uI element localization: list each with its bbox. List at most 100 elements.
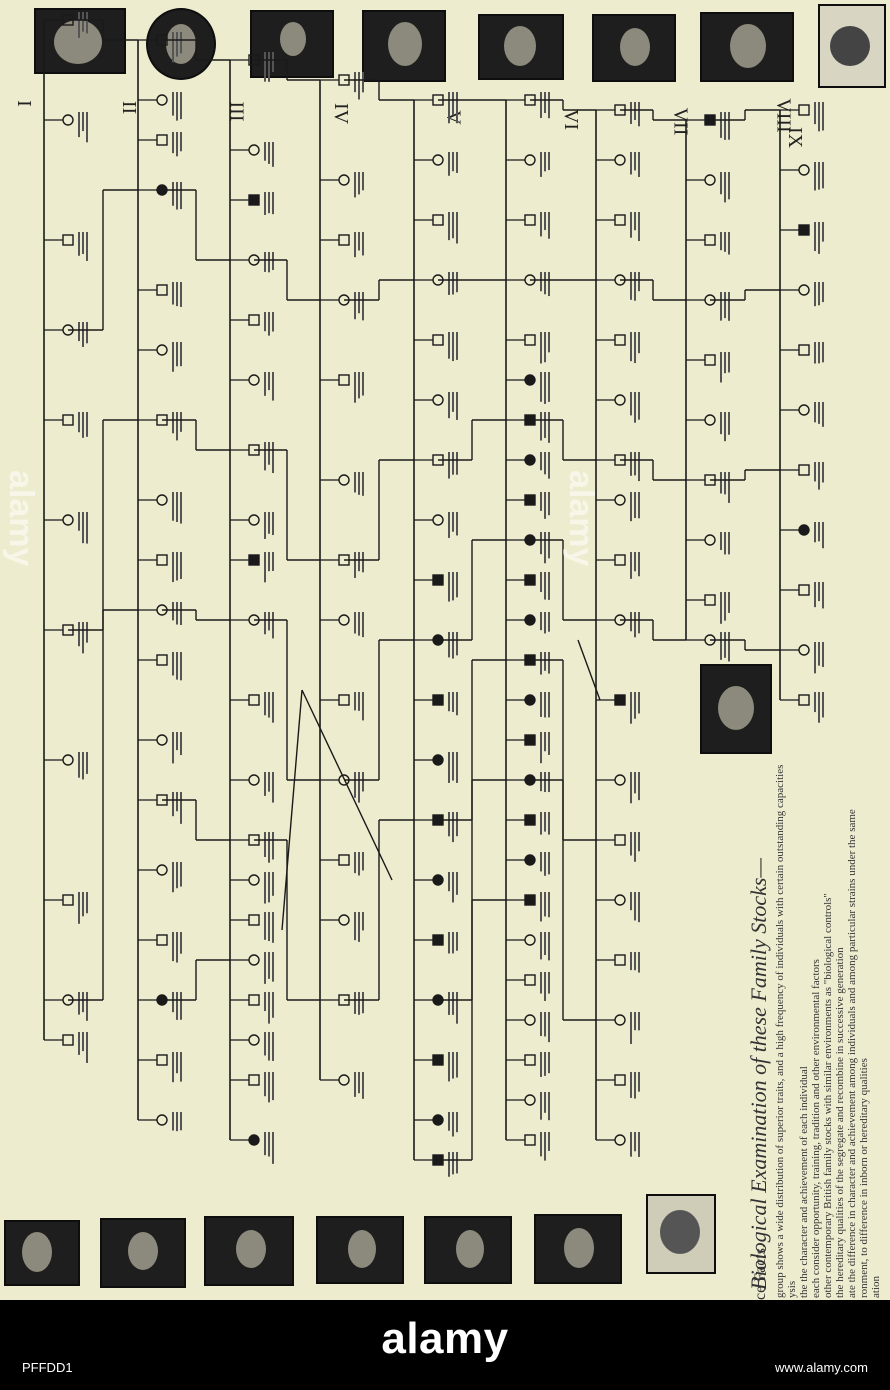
person-note bbox=[540, 932, 550, 961]
person-note bbox=[814, 222, 824, 254]
male-symbol bbox=[614, 214, 626, 226]
portrait-inset bbox=[700, 664, 772, 754]
male-symbol bbox=[614, 954, 626, 966]
male-symbol bbox=[62, 234, 74, 246]
person-note bbox=[448, 1052, 458, 1082]
female-symbol bbox=[704, 534, 716, 546]
person-note bbox=[814, 522, 824, 549]
person-note bbox=[720, 412, 730, 442]
person-note bbox=[630, 212, 640, 242]
person-note bbox=[264, 912, 274, 943]
male-symbol bbox=[798, 584, 810, 596]
person-note bbox=[354, 852, 364, 876]
person-note bbox=[720, 532, 730, 555]
female-symbol bbox=[338, 614, 350, 626]
person-note bbox=[540, 892, 550, 922]
female-symbol bbox=[798, 524, 810, 536]
female-symbol bbox=[156, 864, 168, 876]
overlay-watermark-2: alamy bbox=[562, 470, 600, 567]
female-symbol bbox=[156, 494, 168, 506]
female-symbol bbox=[704, 414, 716, 426]
person-note bbox=[448, 512, 458, 538]
male-symbol bbox=[614, 554, 626, 566]
female-symbol bbox=[62, 514, 74, 526]
female-symbol bbox=[614, 154, 626, 166]
person-note bbox=[630, 1072, 640, 1099]
person-note bbox=[448, 152, 458, 176]
person-note bbox=[540, 372, 550, 404]
pedigree-tree bbox=[43, 12, 824, 1177]
person-note bbox=[540, 1012, 550, 1043]
person-note bbox=[264, 1132, 274, 1164]
male-symbol bbox=[524, 214, 536, 226]
person-note bbox=[78, 622, 88, 654]
female-symbol bbox=[432, 754, 444, 766]
male-symbol bbox=[156, 134, 168, 146]
female-symbol bbox=[798, 164, 810, 176]
male-symbol bbox=[248, 554, 260, 566]
person-note bbox=[264, 552, 274, 583]
portrait-top-7 bbox=[700, 12, 794, 82]
female-symbol bbox=[432, 874, 444, 886]
male-symbol bbox=[156, 554, 168, 566]
male-symbol bbox=[798, 224, 810, 236]
male-symbol bbox=[248, 194, 260, 206]
caption-title: Biological Examination of these Family S… bbox=[746, 858, 771, 1290]
male-symbol bbox=[704, 234, 716, 246]
stock-footer: alamy PFFDD1 www.alamy.com bbox=[0, 1300, 890, 1390]
person-note bbox=[354, 472, 364, 496]
portrait-top-8 bbox=[818, 4, 886, 88]
person-note bbox=[720, 232, 730, 255]
site-url: www.alamy.com bbox=[775, 1360, 868, 1375]
person-note bbox=[540, 772, 550, 793]
footer-watermark: alamy bbox=[381, 1314, 509, 1363]
female-symbol bbox=[614, 774, 626, 786]
person-note bbox=[172, 182, 182, 210]
person-note bbox=[172, 1052, 182, 1083]
person-note bbox=[448, 452, 458, 479]
female-symbol bbox=[62, 754, 74, 766]
person-note bbox=[172, 732, 182, 764]
female-symbol bbox=[704, 174, 716, 186]
person-note bbox=[264, 52, 274, 82]
female-symbol bbox=[338, 174, 350, 186]
male-symbol bbox=[62, 414, 74, 426]
female-symbol bbox=[614, 494, 626, 506]
male-symbol bbox=[614, 834, 626, 846]
portrait-top-6 bbox=[592, 14, 676, 82]
person-note bbox=[448, 752, 458, 783]
person-note bbox=[814, 342, 824, 364]
person-note bbox=[264, 252, 274, 273]
person-note bbox=[540, 1092, 550, 1121]
female-symbol bbox=[248, 874, 260, 886]
person-note bbox=[172, 932, 182, 963]
person-note bbox=[354, 1072, 364, 1099]
person-note bbox=[264, 872, 274, 904]
pedigree-link bbox=[281, 689, 303, 931]
male-symbol bbox=[524, 894, 536, 906]
person-note bbox=[814, 102, 824, 132]
female-symbol bbox=[248, 774, 260, 786]
female-symbol bbox=[156, 734, 168, 746]
person-note bbox=[540, 1132, 550, 1161]
male-symbol bbox=[62, 1034, 74, 1046]
portrait-bottom-2 bbox=[100, 1218, 186, 1288]
portrait-bottom-1 bbox=[4, 1220, 80, 1286]
person-note bbox=[78, 1032, 88, 1063]
female-symbol bbox=[524, 694, 536, 706]
person-note bbox=[814, 402, 824, 427]
person-note bbox=[78, 752, 88, 780]
person-note bbox=[354, 612, 364, 638]
person-note bbox=[814, 462, 824, 490]
person-note bbox=[630, 832, 640, 862]
overlay-watermark-1: alamy bbox=[2, 470, 40, 567]
person-note bbox=[448, 1112, 458, 1137]
male-symbol bbox=[524, 734, 536, 746]
person-note bbox=[354, 772, 364, 803]
person-note bbox=[172, 492, 182, 524]
female-symbol bbox=[156, 94, 168, 106]
caption-subtitle: ce Facts. bbox=[752, 1244, 769, 1300]
female-symbol bbox=[248, 954, 260, 966]
female-symbol bbox=[614, 894, 626, 906]
